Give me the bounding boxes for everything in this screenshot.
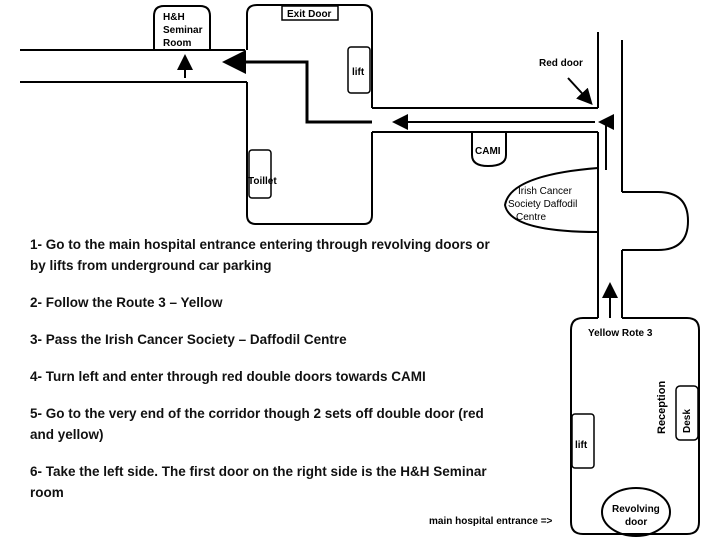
cami-corridor — [372, 107, 598, 133]
daffodil-label-1: Irish Cancer — [518, 186, 573, 197]
toilet-box — [248, 149, 272, 199]
cami-label: CAMI — [475, 146, 501, 157]
central-block — [246, 4, 373, 225]
revolving-label-1: Revolving — [612, 504, 660, 515]
desk-label: Desk — [682, 409, 693, 433]
desk-box — [675, 385, 699, 441]
cami-room — [471, 132, 507, 168]
reception-area — [570, 317, 700, 535]
direction-step: 1- Go to the main hospital entrance ente… — [30, 237, 490, 273]
main-entrance-label: main hospital entrance => — [429, 516, 553, 527]
direction-step: 2- Follow the Route 3 – Yellow — [30, 295, 223, 310]
route-up-corner — [598, 114, 614, 170]
daffodil-label-2: Society Daffodil — [508, 199, 577, 210]
yellow-route-label: Yellow Rote 3 — [588, 328, 653, 339]
daffodil-label-3: Centre — [516, 212, 546, 223]
red-door-arrow — [567, 77, 593, 105]
daffodil-centre — [503, 167, 690, 251]
lift-top-label: lift — [352, 67, 365, 78]
exit-door-box — [281, 5, 339, 21]
hh-room-label-2: Seminar — [163, 25, 203, 36]
reception-label: Reception — [656, 381, 668, 434]
lift-bottom-box — [571, 413, 595, 469]
revolving-door — [601, 487, 671, 537]
top-corridor — [20, 49, 247, 83]
lift-top-box — [347, 46, 371, 94]
route-left-segment — [222, 50, 372, 124]
red-door-label: Red door — [539, 58, 583, 69]
revolving-label-2: door — [625, 517, 647, 528]
direction-step: 3- Pass the Irish Cancer Society – Daffo… — [30, 332, 347, 347]
vertical-corridor — [597, 32, 623, 318]
hh-room-label-1: H&H — [163, 12, 185, 23]
exit-door-label: Exit Door — [287, 9, 332, 20]
lift-bottom-label: lift — [575, 440, 588, 451]
direction-step: 6- Take the left side. The first door on… — [30, 464, 487, 500]
direction-step: 4- Turn left and enter through red doubl… — [30, 369, 426, 384]
hh-room-label-3: Room — [163, 38, 191, 49]
toilet-label: Toillet — [248, 176, 277, 187]
directions-list: 1- Go to the main hospital entrance ente… — [30, 234, 500, 519]
hh-seminar-room — [153, 5, 211, 50]
direction-step: 5- Go to the very end of the corridor th… — [30, 406, 484, 442]
